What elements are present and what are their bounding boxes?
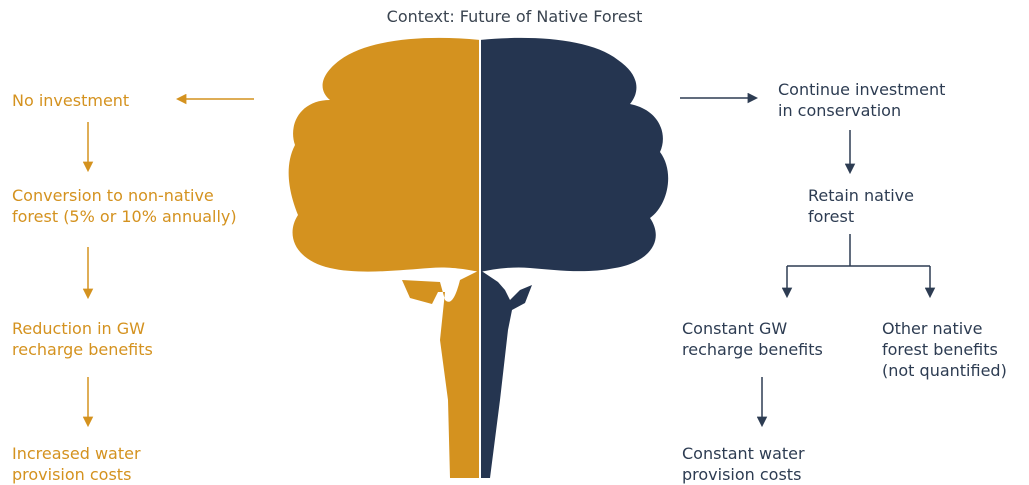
tree-trunk-left: [402, 270, 479, 478]
step-increased-costs: Increased water provision costs: [12, 444, 141, 484]
outcome-constant-costs: Constant water provision costs: [682, 444, 805, 484]
tree-native-half: [288, 37, 479, 478]
left-arrows: [82, 93, 254, 428]
step-conversion: Conversion to non-native forest (5% or 1…: [12, 186, 237, 226]
tree-crown-left: [288, 37, 479, 272]
outcome-other-benefits: Other native forest benefits (not quanti…: [882, 319, 1007, 380]
tree-trunk-right: [481, 270, 532, 478]
tree-crown-right: [481, 37, 669, 272]
step-retain-native: Retain native forest: [808, 186, 914, 226]
step-reduction-gw: Reduction in GW recharge benefits: [12, 319, 153, 359]
diagram-title: Context: Future of Native Forest: [386, 7, 643, 26]
outcome-constant-gw: Constant GW recharge benefits: [682, 319, 823, 359]
step-no-investment: No investment: [12, 91, 130, 110]
tree-conservation-half: [481, 37, 669, 478]
right-arrows: [680, 92, 936, 428]
step-continue-investment: Continue investment in conservation: [778, 80, 946, 120]
